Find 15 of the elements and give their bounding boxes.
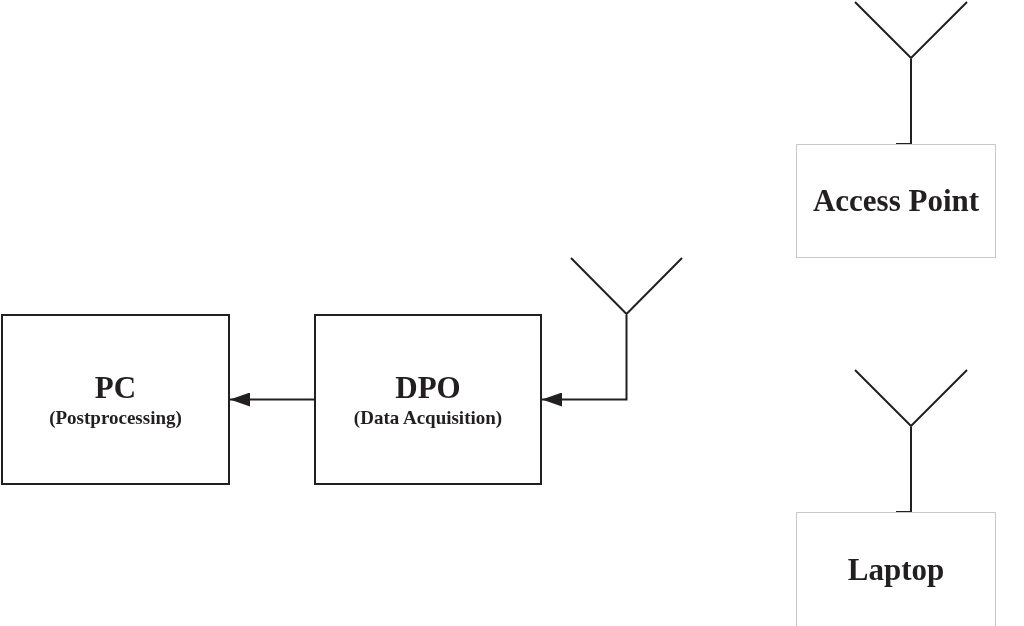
- antenna-symbol: [854, 1, 968, 59]
- device-box: [796, 144, 996, 258]
- device-role: (Postprocessing): [49, 405, 182, 430]
- device-name: DPO: [395, 368, 461, 406]
- device-role: (Data Acquisition): [353, 405, 503, 430]
- device-box: [1, 314, 230, 485]
- arrow: [541, 314, 628, 407]
- arrow: [229, 392, 315, 407]
- antenna-symbol: [854, 369, 968, 427]
- device-box: [796, 512, 996, 626]
- antenna-symbol: [570, 257, 683, 315]
- device-name: PC: [94, 368, 137, 406]
- device-name: Laptop: [847, 551, 945, 589]
- device-name: Access Point: [812, 182, 980, 220]
- device-box: [314, 314, 542, 485]
